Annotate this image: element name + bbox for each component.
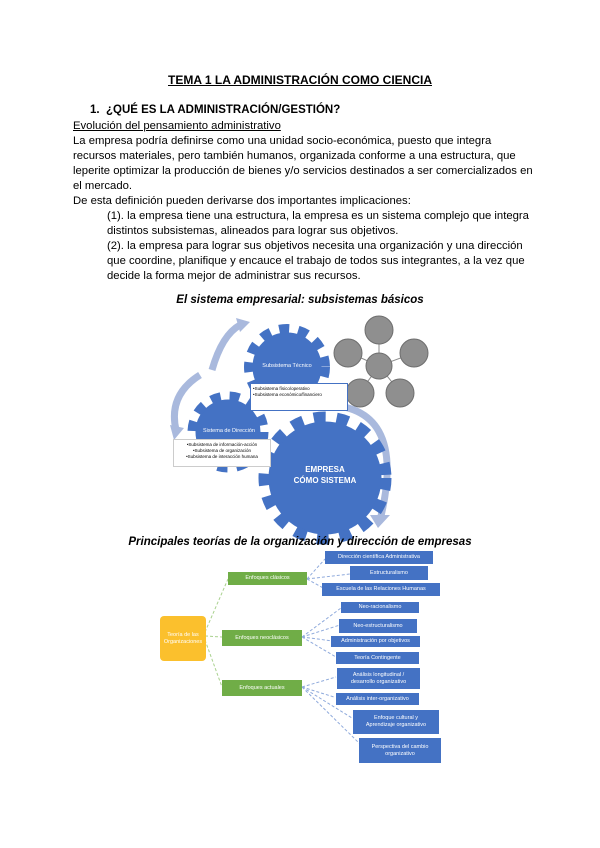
leaf: Perspectiva del cambio organizativo (359, 738, 441, 763)
leaf: Administración por objetivos (331, 636, 420, 647)
paragraph-line: leperite optimizar la producción de bien… (73, 165, 533, 177)
item-line: decide la forma mejor de administrar sus… (107, 270, 361, 282)
section-heading: 1. ¿QUÉ ES LA ADMINISTRACIÓN/GESTIÓN? (90, 103, 340, 118)
tecnico-item: •Subsistema físico/operativo (253, 386, 310, 391)
direccion-item: •Subsistema de organización (192, 448, 252, 453)
gear-teeth (258, 411, 392, 545)
arrowhead (170, 425, 184, 440)
tree-root: Teoría de las Organizaciones (160, 616, 206, 661)
main-gear-label: EMPRESA CÓMO SISTEMA (275, 460, 375, 490)
figure2-caption: Principales teorías de la organización y… (128, 536, 472, 548)
arrow-left (170, 372, 202, 431)
tree-connectors-green (204, 578, 229, 688)
subheading: Evolución del pensamiento administrativo (73, 120, 281, 132)
item-line: distintos subsistemas, alineados para lo… (107, 225, 399, 237)
tecnico-items-box: •Subsistema físico/operativo•Subsistema … (250, 383, 348, 411)
leaf: Estructuralismo (350, 566, 428, 580)
leaf: Escuela de las Relaciones Humanas (322, 583, 440, 596)
branch-actuales: Enfoques actuales (222, 680, 302, 696)
direccion-item: •Subsistema de interacción humana (186, 454, 258, 459)
paragraph-line: recursos materiales, pero también humano… (73, 150, 516, 162)
gear-direccion-label: Sistema de Dirección (203, 427, 255, 434)
paragraph-line: el mercado. (73, 180, 133, 192)
circle-node (333, 338, 363, 368)
direccion-item: •Subsistema de información-acción (186, 442, 258, 447)
item-line: (1). la empresa tiene una estructura, la… (107, 210, 529, 222)
leaf: Dirección científica Administrativa (325, 551, 433, 564)
figure1-caption: El sistema empresarial: subsistemas bási… (176, 294, 424, 306)
section-heading-text: ¿QUÉ ES LA ADMINISTRACIÓN/GESTIÓN? (105, 104, 341, 116)
branch-clasicos: Enfoques clásicos (228, 572, 307, 585)
arrow-top (208, 321, 242, 371)
paragraph-line: De esta definición pueden derivarse dos … (73, 195, 411, 207)
arrowhead (370, 515, 390, 528)
leaf: Análisis longitudinal / desarrollo organ… (337, 668, 420, 689)
circle-node (365, 352, 393, 380)
tecnico-item: •Subsistema económico/financiero (253, 392, 322, 397)
gear-teeth (187, 391, 269, 473)
leaf: Enfoque cultural y Aprendizaje organizat… (353, 710, 439, 734)
page-title: TEMA 1 LA ADMINISTRACIÓN COMO CIENCIA (168, 73, 432, 87)
circle-node (399, 338, 429, 368)
item-line: (2). la empresa para lograr sus objetivo… (107, 240, 523, 252)
paragraph-line: La empresa podría definirse como una uni… (73, 135, 492, 147)
section-number: 1. (90, 104, 100, 116)
leaf: Neo-estructuralismo (339, 619, 417, 633)
main-gear-line: CÓMO SISTEMA (293, 476, 357, 485)
branch-neoclasicos: Enfoques neoclásicos (222, 630, 302, 646)
main-gear-line: EMPRESA (305, 465, 345, 474)
leaf: Teoría Contingente (336, 652, 419, 664)
gear-tecnico-label: Subsistema Técnico (262, 362, 312, 369)
arrowhead (236, 318, 250, 332)
direccion-items-box: •Subsistema de información-acción•Subsis… (173, 439, 271, 467)
circle-node (364, 315, 394, 345)
item-line: que coordine, planifique y encauce el tr… (107, 255, 525, 267)
circle-node (385, 378, 415, 408)
leaf: Análisis inter-organizativo (336, 693, 419, 705)
leaf: Neo-racionalismo (341, 602, 419, 613)
circle-node (345, 378, 375, 408)
